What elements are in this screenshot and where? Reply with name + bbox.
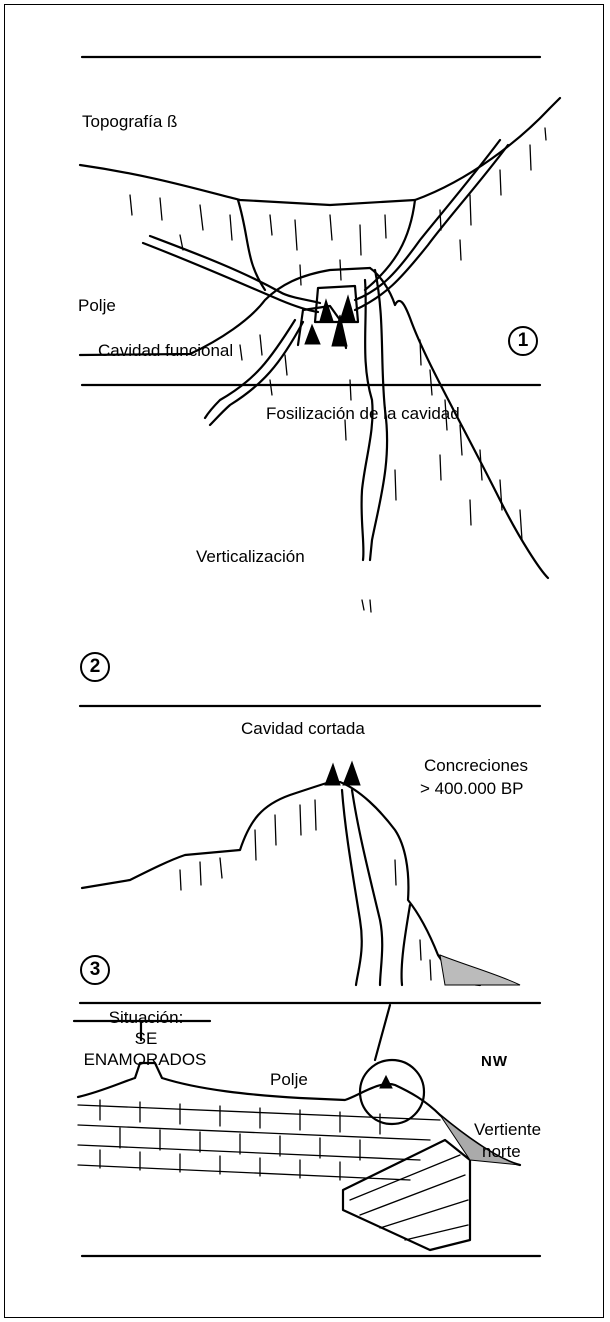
concretion-right (342, 760, 361, 786)
cave-outline (313, 284, 360, 324)
label-concreciones: Concreciones (424, 756, 528, 775)
hill-profile (368, 266, 550, 580)
cave2-fill-left (304, 323, 321, 345)
label-vertiente: Vertiente (474, 1120, 542, 1139)
label-concreciones-date: > 400.000 BP (420, 779, 524, 798)
figure-frame (4, 4, 604, 1318)
conduit-lower (141, 143, 510, 314)
panel-1-valley (78, 96, 562, 324)
faulted-block (341, 1138, 472, 1252)
conduit-left-2 (208, 320, 305, 427)
label-topografia: Topografía ß (82, 112, 178, 131)
cut-fracture-3 (400, 903, 412, 987)
label-nw: NW (481, 1053, 508, 1070)
profile-3 (80, 780, 332, 890)
detail-circle (358, 1058, 426, 1126)
cut-fracture-2 (350, 788, 384, 987)
step-number-3: 3 (80, 955, 110, 985)
label-situacion: Situación: (108, 1008, 184, 1027)
cave-fill-left (319, 298, 334, 322)
limestone-hatching-2 (239, 334, 523, 541)
step-number-1: 1 (508, 326, 538, 356)
label-verticalizacion: Verticalización (196, 547, 305, 566)
bedding-main (77, 1099, 441, 1181)
label-polje-2: Polje (78, 296, 116, 315)
panel-4-regional-section (72, 1003, 522, 1252)
step-number-2: 2 (80, 652, 110, 682)
label-norte: norte (482, 1142, 521, 1161)
panel-3-cut-cave (80, 760, 521, 987)
cut-fracture-1 (340, 788, 363, 987)
detail-leader-line (373, 1003, 392, 1062)
vertical-fracture-2 (368, 268, 389, 562)
label-polje-4: Polje (270, 1070, 308, 1089)
cave-fill-right (339, 294, 356, 322)
label-cavidad-funcional: Cavidad funcional (98, 341, 234, 360)
concretion-left (324, 762, 341, 786)
panel-2-fossil-cave (78, 266, 550, 613)
cave2-fill-right (331, 314, 348, 347)
circle-cave (379, 1074, 393, 1089)
bedding-block (349, 1154, 469, 1241)
vertical-dashes (361, 599, 372, 613)
label-enamorados: ENAMORADOS (83, 1050, 207, 1069)
fracture-right (363, 198, 417, 292)
cliff-hatching (179, 799, 432, 981)
limestone-hatching (129, 127, 547, 286)
polje-surface (78, 266, 372, 357)
slope-scree (439, 1114, 521, 1166)
vertical-fracture (360, 278, 374, 562)
label-cavidad-cortada: Cavidad cortada (241, 719, 365, 738)
conduit-left (203, 318, 297, 420)
scree-deposit (439, 954, 521, 986)
panel-separators (78, 55, 542, 1258)
label-fosilizacion: Fosilización de la cavidad (266, 404, 460, 423)
label-se: SE (134, 1029, 158, 1048)
topography-line (78, 96, 562, 207)
